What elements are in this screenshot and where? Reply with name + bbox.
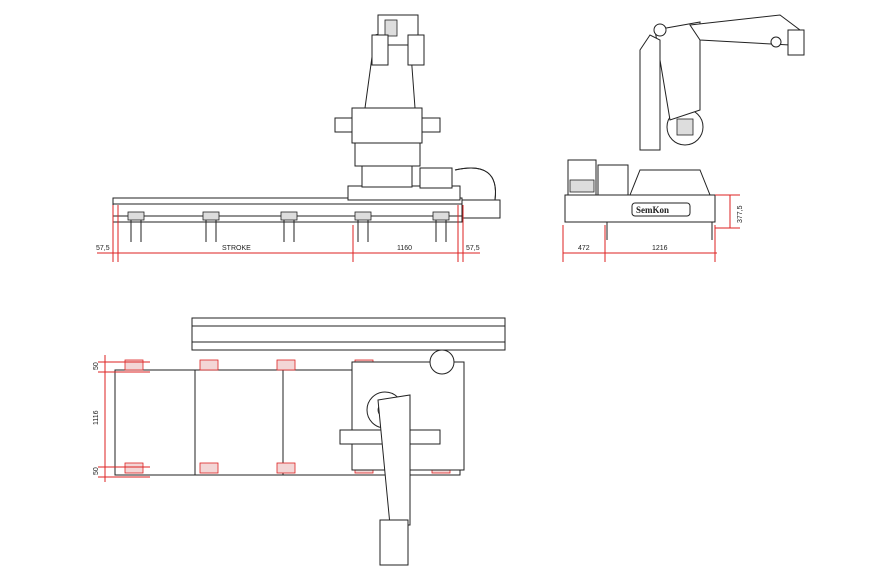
front-view: 57,5 STROKE 1160 57,5 (96, 14, 501, 262)
top-beam (191, 317, 506, 351)
logo-text: SemKon (636, 205, 669, 215)
robot-top (339, 349, 465, 566)
side-view: SemKon 472 1216 377,5 (562, 14, 805, 262)
semkon-logo (631, 202, 691, 217)
top-view: 50 1116 50 (93, 317, 506, 566)
dim-base-width: 1216 (652, 245, 668, 252)
dim-carriage: 1160 (397, 245, 412, 252)
rail-feet (127, 211, 450, 242)
side-dimensions: 472 1216 377,5 (562, 194, 744, 262)
dim-left-margin: 57,5 (96, 245, 110, 252)
dim-base-height: 377,5 (737, 205, 744, 223)
robot-front (334, 14, 501, 219)
dim-right-margin: 57,5 (466, 245, 480, 252)
dim-stroke: STROKE (222, 245, 251, 252)
robot-side (629, 14, 805, 196)
dim-width: 1116 (93, 410, 100, 425)
front-dimensions: 57,5 STROKE 1160 57,5 (96, 205, 480, 262)
dim-top-offset: 50 (93, 362, 100, 370)
dim-cabinet: 472 (578, 245, 590, 252)
dim-bottom-offset: 50 (93, 467, 100, 475)
top-dimensions: 50 1116 50 (93, 355, 150, 482)
